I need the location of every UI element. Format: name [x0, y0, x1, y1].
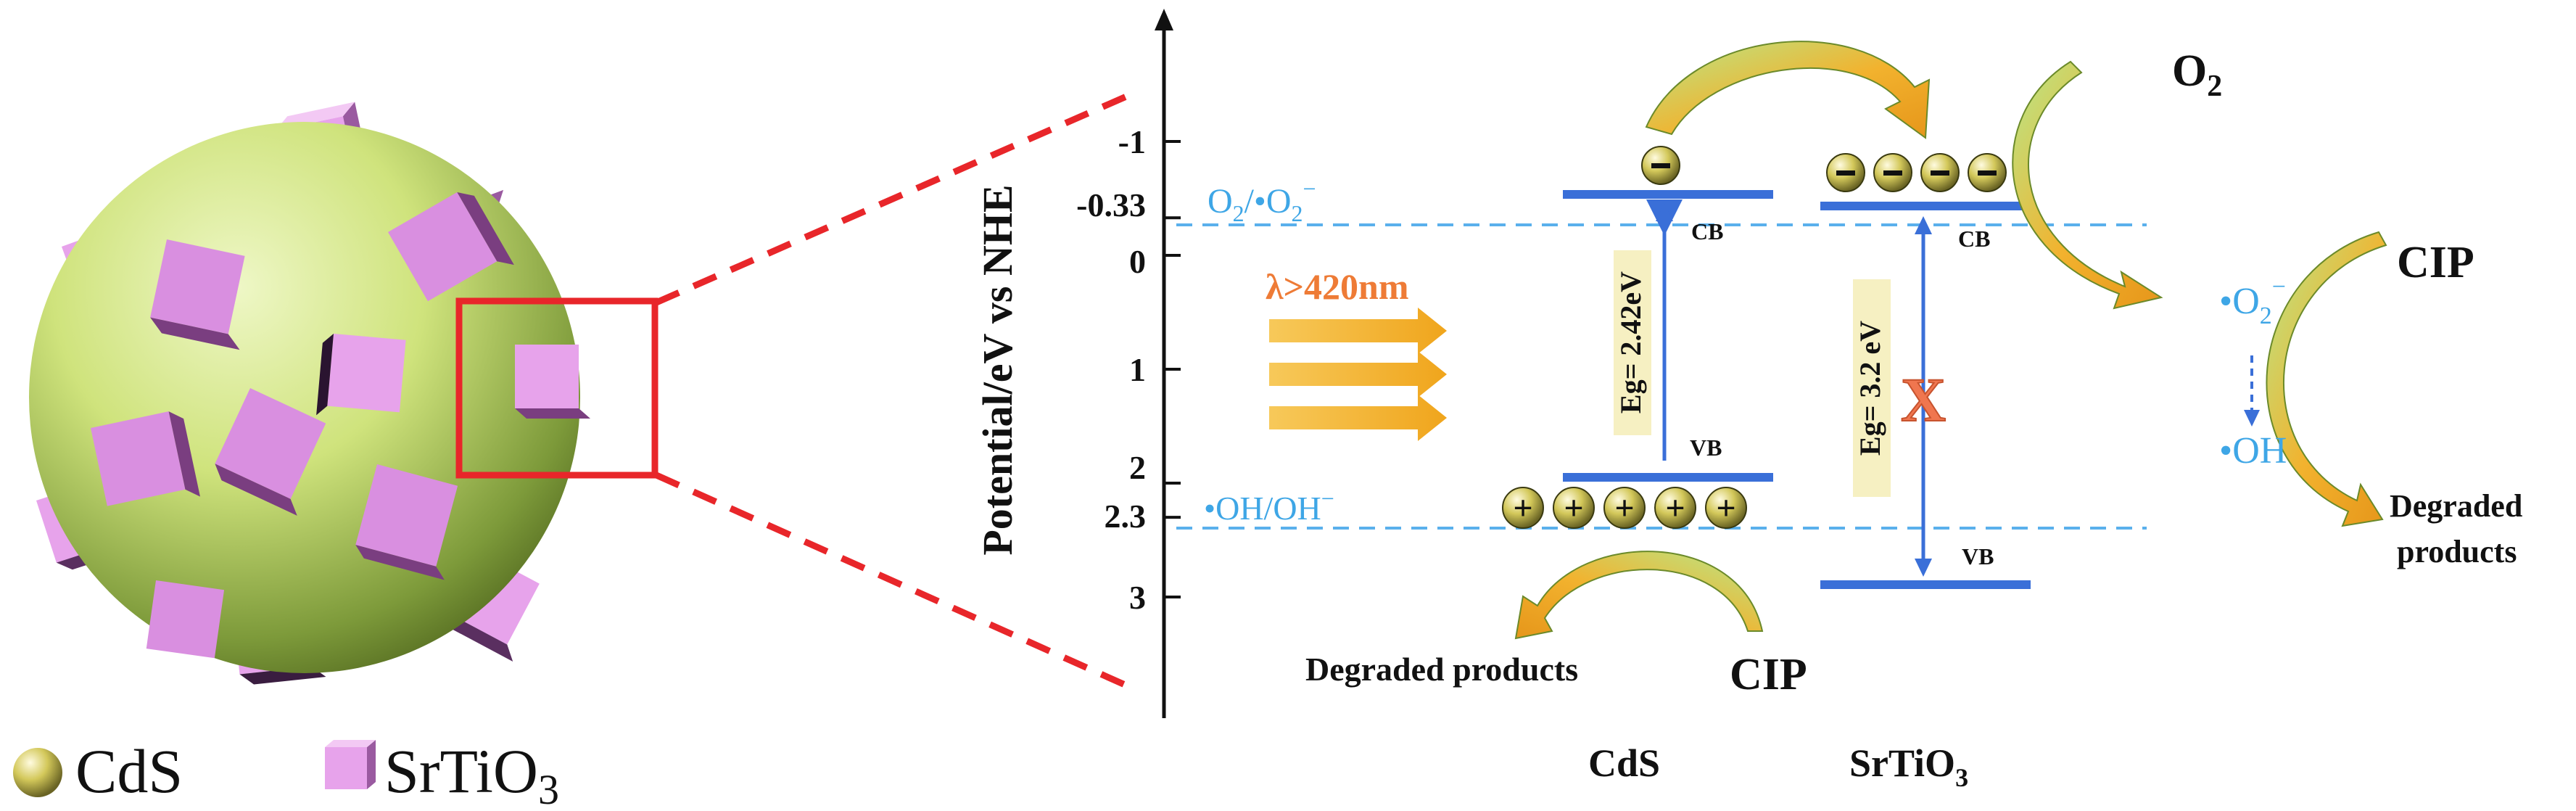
axis-label: Potential/eV vs NHE [974, 184, 1021, 555]
cds-gap-box [1614, 250, 1651, 435]
srtio3-name: SrTiO3 [1849, 741, 1968, 792]
o2-reduction-arrow [2012, 60, 2163, 310]
srtio3-legend-cube [325, 740, 376, 789]
cds-sphere [29, 122, 580, 673]
blocked-transition-mark: X [1901, 365, 1946, 435]
cip-label-right: CIP [2397, 238, 2474, 287]
hole: + [1603, 487, 1646, 529]
cds-name: CdS [1588, 741, 1660, 785]
electron [1873, 153, 1912, 192]
srtio3-cube [146, 580, 225, 659]
light-wavelength-label: λ>420nm [1266, 266, 1409, 307]
srtio3-vb-label: VB [1962, 543, 1994, 569]
srtio3-cube [355, 464, 458, 580]
light-arrow [1269, 395, 1447, 441]
legend: CdS SrTiO3 [13, 736, 559, 811]
svg-text:+: + [1564, 489, 1583, 527]
svg-text:+: + [1716, 489, 1735, 527]
svg-text:+: + [1513, 489, 1532, 527]
srtio3-cb-label: CB [1958, 226, 1990, 252]
axis-tick-label: 1 [1129, 351, 1146, 388]
cds-holes: + + + + + [1502, 487, 1747, 529]
hole: + [1502, 487, 1544, 529]
srtio3-gap-arrowhead-bottom [1915, 559, 1932, 577]
cds-cb-band [1563, 190, 1773, 199]
axis-ticks: -1 -0.33 0 1 2 2.3 3 [1076, 123, 1181, 616]
cds-legend-label: CdS [75, 736, 183, 806]
cds-gap-label: Eg= 2.42eV [1614, 271, 1647, 413]
light-arrow [1269, 351, 1447, 398]
o2-label: O2 [2172, 46, 2222, 103]
zoom-line-bottom [655, 472, 1133, 691]
hole: + [1654, 487, 1696, 529]
srtio3-gap-label: Eg= 3.2 eV [1854, 321, 1886, 456]
srtio3-cube [515, 345, 590, 419]
axis-arrowhead [1155, 9, 1173, 30]
srtio3-cube [90, 411, 200, 506]
zoom-line-top [655, 91, 1133, 306]
electron-transfer-arrow [1645, 41, 1931, 139]
degraded-products-right-line2: products [2397, 534, 2517, 569]
srtio3-electrons [1826, 153, 2007, 192]
cds-vb-band [1563, 473, 1773, 482]
o2-couple-label: O2/•O2− [1208, 176, 1316, 226]
srtio3-legend-label: SrTiO3 [384, 736, 559, 811]
hydroxyl-label: •OH [2219, 430, 2287, 472]
cds-cb-label: CB [1691, 218, 1723, 244]
srtio3-vb-band [1820, 580, 2031, 589]
axis-tick-label: 2 [1129, 449, 1146, 486]
zoom-box [455, 297, 659, 479]
axis-tick-label: -1 [1118, 123, 1146, 160]
cds-vb-label: VB [1690, 435, 1722, 461]
band-diagram: Potential/eV vs NHE -1 -0.33 0 1 2 2.3 3 O2/•O… [974, 9, 2522, 792]
srtio3-cube [215, 388, 326, 516]
hole: + [1553, 487, 1595, 529]
superoxide-to-hydroxyl-arrowhead [2244, 410, 2260, 427]
srtio3-cube [316, 334, 406, 416]
axis-tick-label: 2.3 [1105, 498, 1147, 535]
hole-oxidation-arrow [1514, 551, 1764, 640]
axis-tick-label: 3 [1129, 579, 1146, 616]
degraded-products-left: Degraded products [1305, 651, 1578, 688]
srtio3-cube [150, 239, 245, 350]
srtio3-cb-band [1820, 202, 2031, 210]
light-arrows [1269, 308, 1447, 441]
electron [1968, 153, 2007, 192]
svg-text:+: + [1665, 489, 1685, 527]
degraded-products-right-line1: Degraded [2390, 488, 2522, 524]
cip-degradation-arrow-right [2266, 231, 2387, 527]
axis-tick-label: -0.33 [1076, 186, 1146, 223]
hole: + [1705, 487, 1747, 529]
superoxide-label: •O2− [2219, 273, 2286, 329]
cip-label-left: CIP [1730, 650, 1807, 699]
oh-couple-label: •OH/OH− [1204, 485, 1334, 527]
cds-legend-ball [13, 748, 62, 797]
light-arrow [1269, 308, 1447, 354]
axis-tick-label: 0 [1129, 243, 1146, 280]
cds-srtio3-nanostructure [29, 91, 1133, 691]
srtio3-gap-box [1853, 279, 1891, 497]
cds-electron [1641, 146, 1680, 185]
srtio3-gap-arrowhead-top [1915, 216, 1932, 234]
cds-gap-arrowhead [1656, 203, 1673, 221]
srtio3-cube [388, 192, 514, 302]
svg-text:+: + [1614, 489, 1634, 527]
electron [1826, 153, 1865, 192]
electron [1920, 153, 1960, 192]
